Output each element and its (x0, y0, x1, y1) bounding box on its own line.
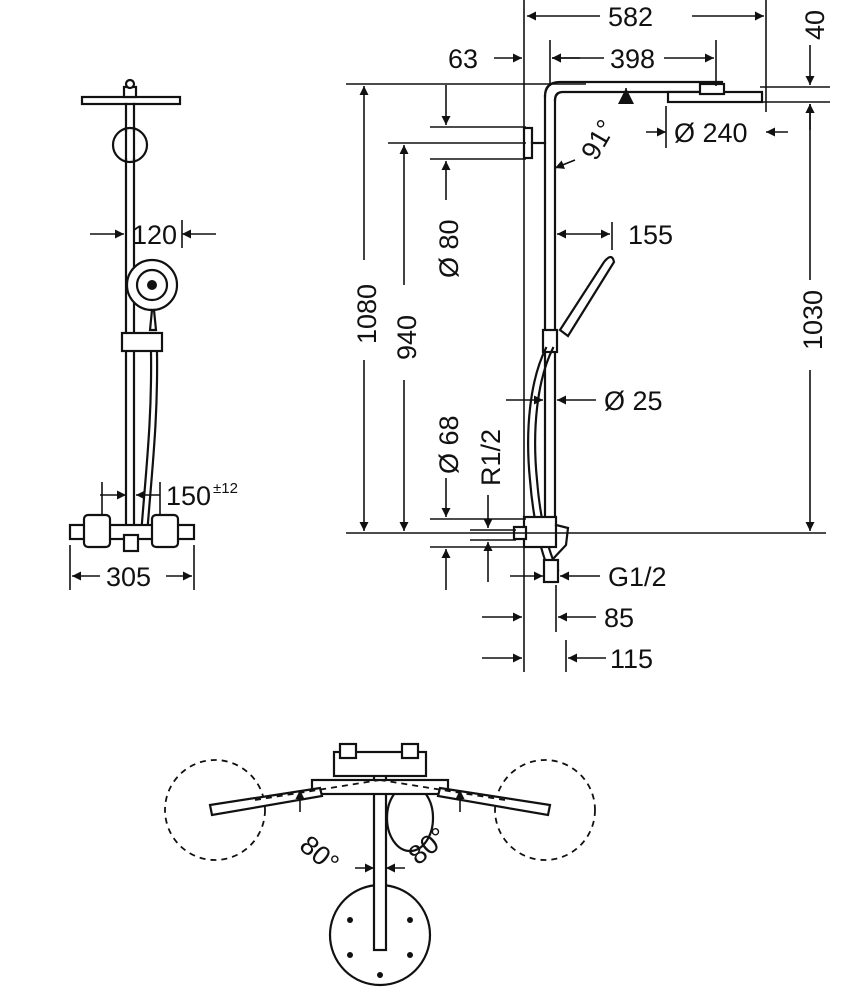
riser-pipe-side (543, 80, 724, 527)
dim-outlet-projection-min: 85 (604, 603, 634, 633)
slider-front (120, 331, 164, 353)
dim-outlet-spacing-tolerance: ±12 (213, 480, 238, 497)
dim-swivel-left: 80° (294, 830, 345, 879)
dim-pipe-diameter: Ø 25 (604, 386, 663, 416)
dim-arm-angle: 91° (575, 115, 621, 165)
hose-side (527, 346, 554, 577)
swivel-range-left (164, 759, 266, 861)
thermostat-front (68, 513, 196, 553)
dim-overall-projection: 582 (608, 2, 653, 32)
hand-shower-side (541, 255, 616, 354)
dim-overhead-diameter: Ø 240 (674, 118, 748, 148)
dim-connection-thread: R1/2 (476, 429, 506, 486)
thermostat-side (512, 515, 570, 584)
dim-hose-thread: G1/2 (608, 562, 667, 592)
top-view: 80° 80° (164, 742, 596, 987)
dim-swivel-right: 80° (403, 821, 454, 870)
thermostat-top (310, 742, 450, 796)
dim-outlet-spacing: 150 (166, 481, 211, 511)
dim-handshower-projection: 155 (628, 220, 673, 250)
dim-bracket-diameter: Ø 80 (434, 219, 464, 278)
dim-bracket-height: 940 (392, 315, 422, 360)
side-view: 582 40 63 398 91° Ø 240 Ø 80 (346, 0, 830, 674)
swivel-range-right (494, 759, 596, 861)
dim-outlet-projection-max: 115 (610, 644, 653, 674)
hose-front (139, 350, 153, 537)
overhead-shower-front (80, 78, 182, 106)
hand-shower-front (125, 258, 179, 332)
riser-pipe-front (124, 102, 136, 527)
dim-total-height: 1080 (352, 284, 382, 344)
dim-wall-to-pipe: 63 (448, 44, 478, 74)
wall-bracket-side (522, 126, 547, 160)
dim-rosette-diameter: Ø 68 (434, 415, 464, 474)
shower-arm-top (372, 768, 388, 952)
dim-thermostat-width: 305 (106, 562, 151, 592)
dim-arm-length: 398 (610, 44, 655, 74)
wall-bracket-front (111, 126, 149, 164)
dim-head-height: 1030 (798, 290, 828, 350)
front-view: 120 150 ±12 305 (68, 78, 238, 592)
dim-handshower-diameter: 120 (132, 220, 177, 250)
dim-overhead-height: 40 (800, 10, 830, 40)
